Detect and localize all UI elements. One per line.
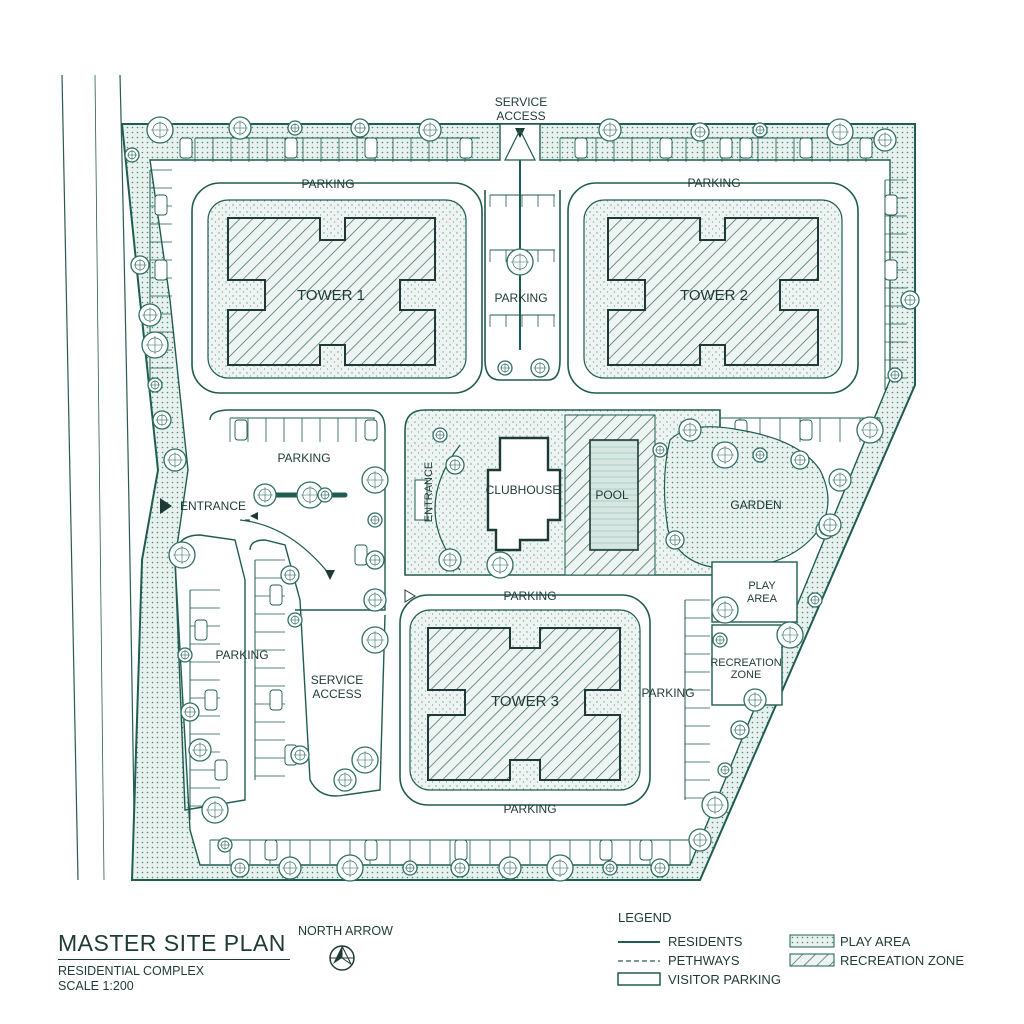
label-tower-2: TOWER 2 <box>680 287 748 304</box>
label-play-area-1: PLAY <box>748 580 776 592</box>
tower-1-building <box>227 217 436 366</box>
tower-buildings <box>227 217 819 781</box>
parking-stalls <box>149 137 907 864</box>
label-service-access-top-2: ACCESS <box>496 109 545 123</box>
legend-label-recreation-zone: RECREATION ZONE <box>840 953 964 968</box>
label-recreation-zone-1: RECREATION <box>710 657 781 669</box>
label-recreation-zone-2: ZONE <box>731 669 762 681</box>
legend-label-pethways: PETHWAYS <box>668 953 740 968</box>
legend-label-visitor-parking: VISITOR PARKING <box>668 972 781 987</box>
label-parking-top-right: PARKING <box>687 176 740 190</box>
label-service-access-lower-2: ACCESS <box>312 687 361 701</box>
traffic-arrows <box>160 128 525 603</box>
road-loops <box>191 182 859 806</box>
clubhouse-building <box>486 436 562 552</box>
label-pool: POOL <box>595 488 629 502</box>
label-parking-mid: PARKING <box>503 589 556 603</box>
plan-labels: SERVICE ACCESS PARKING PARKING PARKING T… <box>180 95 782 816</box>
plan-title: MASTER SITE PLAN <box>58 930 290 960</box>
pool-water <box>589 439 639 551</box>
legend-swatches <box>617 934 835 986</box>
label-tower-3: TOWER 3 <box>491 693 559 710</box>
label-parking-top-left: PARKING <box>301 177 354 191</box>
legend-swatch-recreation-zone <box>789 953 835 967</box>
legend-title: LEGEND <box>618 910 672 925</box>
label-parking-lower-left: PARKING <box>215 648 268 662</box>
garden-area <box>663 426 829 569</box>
amenity-compound <box>404 409 829 576</box>
plan-scale: SCALE 1:200 <box>58 979 134 993</box>
label-parking-bottom: PARKING <box>503 802 556 816</box>
access-road <box>61 74 136 881</box>
tower-2-building <box>607 217 819 366</box>
legend-label-play-area: PLAY AREA <box>840 934 911 949</box>
tree-canopy <box>124 116 920 882</box>
label-parking-left-mid: PARKING <box>277 451 330 465</box>
label-service-access-top-1: SERVICE <box>495 95 547 109</box>
label-service-access-lower-1: SERVICE <box>311 673 363 687</box>
legend-swatch-play-area <box>789 934 835 948</box>
label-entrance: ENTRANCE <box>180 499 246 513</box>
label-parking-right-mid: PARKING <box>641 686 694 700</box>
north-arrow-label: NORTH ARROW <box>298 924 393 938</box>
label-entrance-vertical: ENTRANCE <box>423 462 435 523</box>
label-parking-center: PARKING <box>494 291 547 305</box>
label-play-area-2: AREA <box>747 593 778 605</box>
north-arrow-icon <box>329 945 355 971</box>
plan-subtitle: RESIDENTIAL COMPLEX <box>58 964 205 978</box>
label-garden: GARDEN <box>730 498 781 512</box>
label-clubhouse: CLUBHOUSE <box>486 483 561 497</box>
title-block: MASTER SITE PLAN RESIDENTIAL COMPLEX SCA… <box>58 930 290 993</box>
label-tower-1: TOWER 1 <box>297 287 365 304</box>
legend-label-residents: RESIDENTS <box>668 934 743 949</box>
tower-3-building <box>427 627 621 781</box>
legend-swatch-visitor-parking <box>617 972 661 986</box>
